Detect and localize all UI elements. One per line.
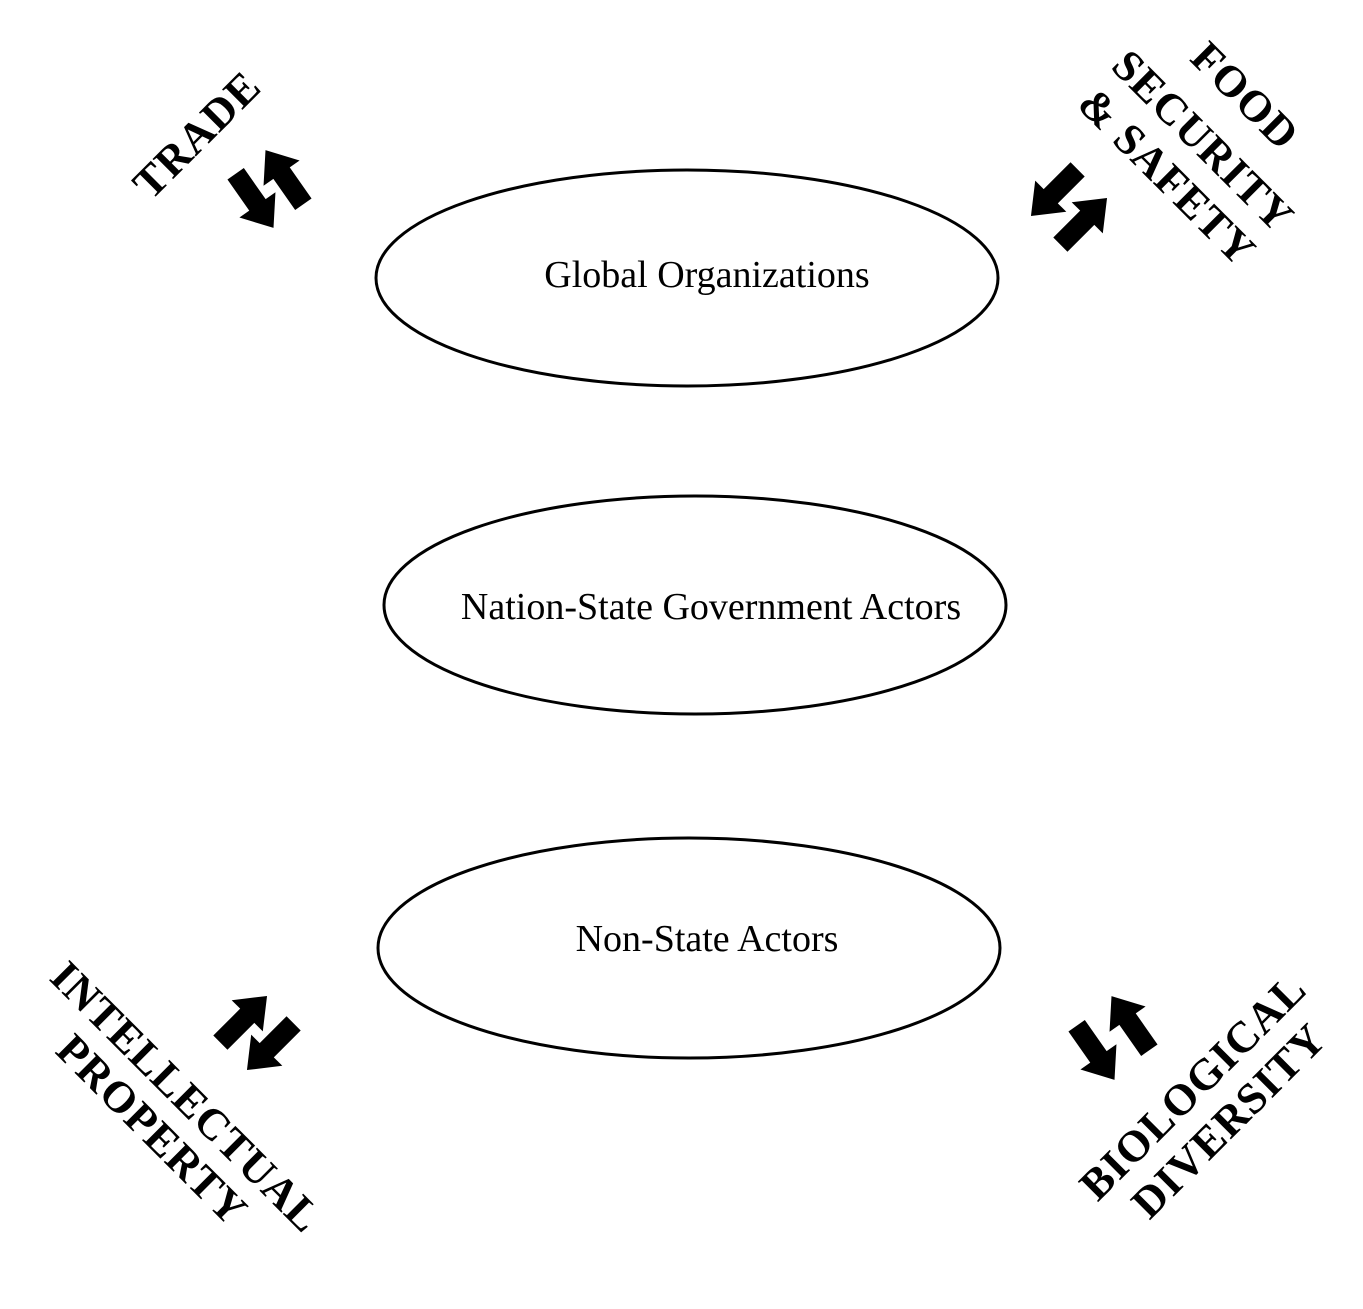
bidirectional-arrows-icon xyxy=(204,980,310,1086)
bidirectional-arrows-icon xyxy=(1058,983,1168,1093)
ellipse-shape xyxy=(382,494,1008,716)
theme-trade: TRADE xyxy=(123,61,322,241)
ellipse-shape xyxy=(374,168,1000,388)
node-non-state-actors: Non-State Actors xyxy=(376,836,1002,1060)
node-label: Non-State Actors xyxy=(576,918,839,960)
node-label: Global Organizations xyxy=(544,254,869,296)
theme-biological-diversity: BIOLOGICAL DIVERSITY xyxy=(1058,964,1336,1228)
bidirectional-arrows-icon xyxy=(217,137,322,241)
theme-intellectual-property: INTELLECTUAL PROPERTY xyxy=(41,952,331,1242)
ellipse-shape xyxy=(376,836,1002,1060)
node-label: Nation-State Government Actors xyxy=(461,586,961,628)
node-nation-state-government-actors: Nation-State Government Actors xyxy=(382,494,1008,716)
node-global-organizations: Global Organizations xyxy=(374,168,1000,388)
theme-food-security-safety: FOOD SECURITY & SAFETY xyxy=(1015,32,1309,275)
bidirectional-arrows-icon xyxy=(1015,153,1123,261)
